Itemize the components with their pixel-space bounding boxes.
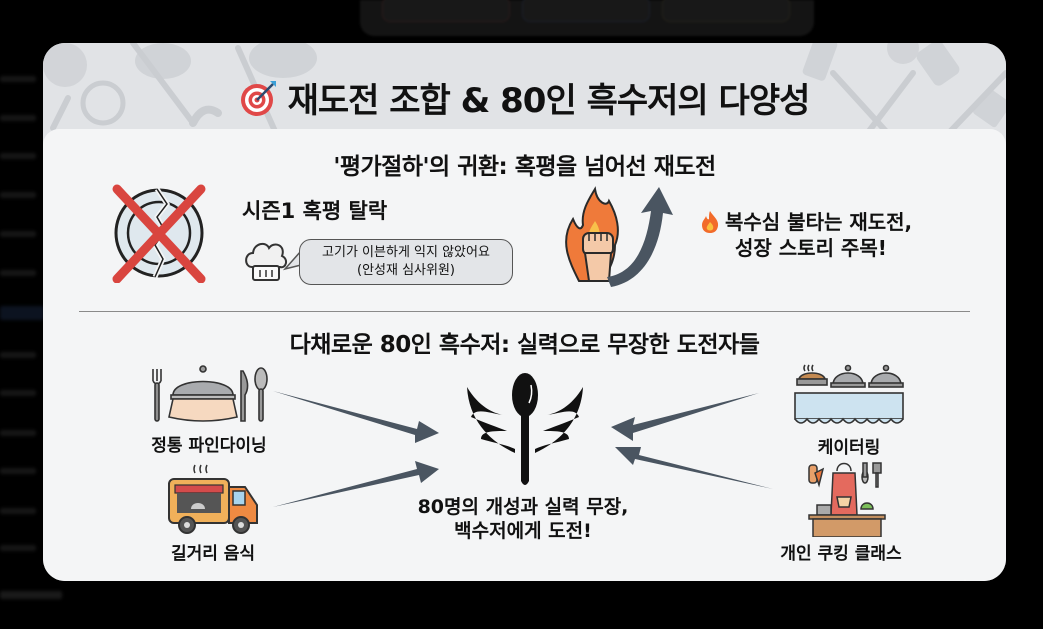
background-sidebar-item: [0, 231, 36, 237]
background-sidebar-item: [0, 390, 36, 396]
catering-buffet-icon: [794, 364, 904, 424]
background-sidebar-item: [0, 430, 36, 436]
arrow-left-icon: [615, 447, 773, 489]
background-button: [662, 0, 790, 22]
season1-rejection-heading: 시즌1 혹평 탈락: [242, 199, 388, 223]
winged-spoon-icon: [467, 373, 583, 485]
converging-arrows: [273, 391, 773, 507]
fine-dining-cloche-icon: [152, 365, 268, 422]
arrow-right-icon: [273, 391, 439, 443]
background-sidebar-item: [0, 153, 36, 159]
card-header: 재도전 조합 & 80인 흑수저의 다양성: [43, 43, 1006, 139]
background-sidebar-item: [0, 468, 36, 474]
category-label-catering: 케이터링: [817, 438, 881, 458]
card-body: '평가절하'의 귀환: 혹평을 넘어선 재도전 시즌1 혹평 탈락 고기가 이븐…: [43, 129, 1006, 581]
background-button: [382, 0, 510, 22]
background-sidebar-item: [0, 352, 36, 358]
quote-text: 고기가 이븐하게 익지 않았어요: [322, 245, 490, 260]
background-sidebar-item: [0, 76, 36, 82]
target-dart-icon: [240, 79, 278, 117]
judge-quote-bubble: 고기가 이븐하게 익지 않았어요 (안성재 심사위원): [299, 239, 513, 285]
background-button: [522, 0, 650, 22]
category-label-street-food: 길거리 음식: [170, 544, 256, 564]
food-truck-icon: [168, 464, 258, 534]
challenge-summary-text: 80명의 개성과 실력 무장, 백수저에게 도전!: [373, 495, 673, 543]
arrow-right-icon: [273, 461, 439, 507]
background-toolbar: [360, 0, 814, 36]
speech-bubble-tail: [283, 250, 302, 271]
fire-icon: [702, 211, 719, 233]
rematch-line1: 복수심 불타는 재도전,: [725, 210, 913, 234]
background-sidebar-item: [0, 270, 36, 276]
chef-hat-icon: [245, 242, 288, 281]
cooking-class-apron-icon: [808, 462, 886, 537]
section2-title: 다채로운 80인 흑수저: 실력으로 무장한 도전자들: [289, 332, 760, 358]
background-sidebar-item-active: [0, 306, 44, 320]
challenge-line1: 80명의 개성과 실력 무장,: [417, 496, 629, 518]
background-sidebar-item: [0, 115, 36, 121]
rematch-story-text: 복수심 불타는 재도전, 성장 스토리 주목!: [699, 209, 912, 261]
sparkle-watermark-icon: [964, 579, 966, 581]
title-text: 재도전 조합 & 80인 흑수저의 다양성: [287, 81, 811, 121]
rematch-line2: 성장 스토리 주목!: [735, 236, 887, 260]
challenge-line2: 백수저에게 도전!: [454, 520, 592, 542]
page-title: 재도전 조합 & 80인 흑수저의 다양성: [43, 73, 1006, 122]
section1-title: '평가절하'의 귀환: 혹평을 넘어선 재도전: [333, 154, 716, 180]
background-sidebar-item: [0, 192, 36, 198]
broken-plate-crossed-icon: [112, 184, 206, 283]
background-sidebar-item: [0, 508, 36, 514]
infographic-card: 재도전 조합 & 80인 흑수저의 다양성 '평가절하'의 귀환: 혹평을 넘어…: [43, 43, 1006, 581]
background-footer-text: [0, 591, 62, 599]
flaming-fist-rising-arrow-icon: [565, 186, 673, 287]
arrow-left-icon: [611, 393, 759, 441]
section-divider: [79, 311, 970, 312]
category-label-cooking-class: 개인 쿠킹 클래스: [780, 544, 902, 564]
category-label-fine-dining: 정통 파인다이닝: [151, 436, 267, 456]
quote-attribution: (안성재 심사위원): [357, 263, 455, 278]
background-sidebar-item: [0, 545, 36, 551]
